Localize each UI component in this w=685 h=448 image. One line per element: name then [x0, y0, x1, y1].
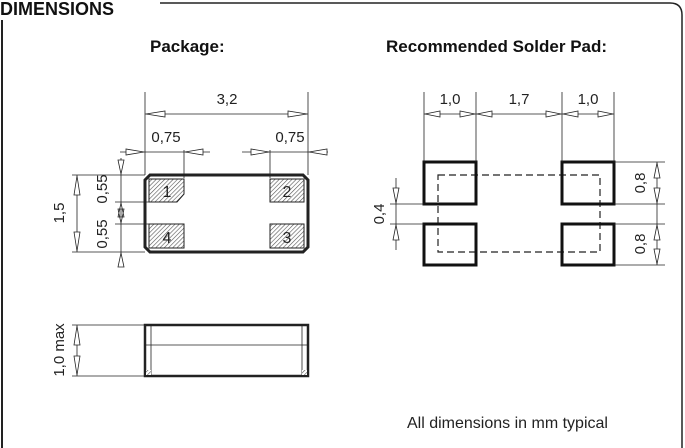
pad-1 [148, 178, 185, 203]
solder-pad [560, 160, 616, 206]
pad-4 [148, 223, 185, 249]
package-top-view: 1 2 3 4 [143, 173, 310, 254]
solder-pad-height-bottom-label: 0,8 [632, 234, 649, 255]
package-height-label: 1,0 max [51, 323, 68, 377]
pin-label: 3 [283, 230, 292, 247]
package-dimension-lines [72, 92, 328, 268]
package-pad-width-left-label: 0,75 [151, 129, 180, 146]
package-pad-width-right-label: 0,75 [275, 129, 304, 146]
package-side-view [72, 323, 310, 378]
solder-pad [422, 160, 478, 206]
solder-pad [560, 222, 616, 267]
package-heading: Package: [150, 37, 225, 56]
solder-pad-width-right-label: 1,0 [578, 91, 599, 108]
pin-label: 1 [163, 184, 172, 201]
solder-pad-height-top-label: 0,8 [632, 173, 649, 194]
section-title: DIMENSIONS [0, 0, 114, 19]
pin-label: 2 [283, 184, 292, 201]
package-pad-height-top-label: 0,55 [94, 174, 111, 203]
pin-label: 4 [163, 230, 172, 247]
footnote: All dimensions in mm typical [407, 415, 608, 432]
package-pad-height-bottom-label: 0,55 [94, 219, 111, 248]
solder-pad-gap-label: 1,7 [509, 91, 530, 108]
pad-2 [269, 178, 305, 203]
solder-pad [422, 222, 478, 267]
package-length-label: 3,2 [217, 91, 238, 108]
package-width-label: 1,5 [51, 203, 68, 224]
solder-pad-vertical-gap-label: 0,4 [371, 204, 388, 225]
solder-pad-width-left-label: 1,0 [440, 91, 461, 108]
solder-pad-layout [390, 92, 665, 267]
pad-3 [269, 223, 305, 249]
solder-pad-heading: Recommended Solder Pad: [386, 37, 607, 56]
